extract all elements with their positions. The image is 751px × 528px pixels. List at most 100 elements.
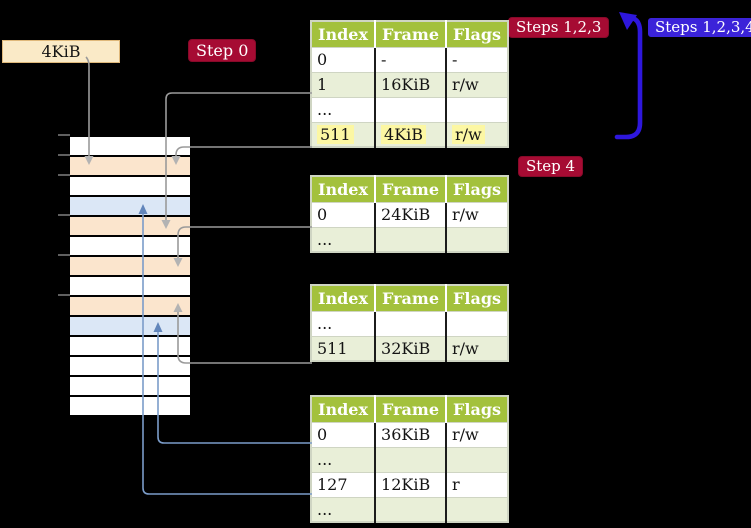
memory-frame-row: [70, 277, 190, 295]
column-header-index: Index: [311, 285, 377, 311]
highlighted-value: 4KiB: [381, 124, 427, 144]
index-cell: ...: [311, 96, 377, 122]
frame-cell: 36KiB: [375, 421, 448, 447]
index-cell: ...: [311, 226, 377, 252]
column-header-frame: Frame: [375, 396, 448, 422]
frame-cell: -: [375, 46, 448, 72]
recursive-loop-arrow: [614, 15, 643, 140]
memory-frame-row: [70, 357, 190, 375]
index-cell: 1: [311, 71, 377, 97]
flags-cell: [446, 446, 509, 472]
column-header-frame: Frame: [375, 176, 448, 202]
table-row: ...: [311, 446, 509, 472]
frame-cell: [375, 310, 448, 336]
memory-frame-row: [70, 397, 190, 415]
arrow-l4-entry511-to-frame-4kib: [175, 146, 312, 156]
memory-frame-row: [70, 197, 190, 215]
column-header-flags: Flags: [446, 21, 509, 47]
frame-cell: [375, 496, 448, 522]
column-header-index: Index: [311, 396, 377, 422]
frame-cell: 4KiB: [375, 121, 448, 147]
memory-tick: [58, 154, 70, 156]
flags-cell: -: [446, 46, 509, 72]
memory-frame-row: [70, 257, 190, 275]
frame-cell: 24KiB: [375, 201, 448, 227]
frame-cell: 16KiB: [375, 71, 448, 97]
arrow-l2-entry511-to-frame-32kib: [177, 312, 312, 364]
frame-size-label: 4KiB: [2, 40, 120, 63]
column-header-index: Index: [311, 21, 377, 47]
step-4-badge: Step 4: [518, 156, 584, 177]
index-cell: 127: [311, 471, 377, 497]
memory-frame-row: [70, 317, 190, 335]
step-0-badge: Step 0: [188, 39, 257, 62]
index-cell: 511: [311, 121, 377, 147]
memory-frame-row: [70, 337, 190, 355]
column-header-flags: Flags: [446, 176, 509, 202]
flags-cell: r/w: [446, 71, 509, 97]
flags-cell: [446, 226, 509, 252]
memory-frame-row: [70, 157, 190, 175]
memory-frame-row: [70, 177, 190, 195]
column-header-flags: Flags: [446, 285, 509, 311]
memory-frame-row: [70, 377, 190, 395]
table-row: ...: [311, 226, 509, 252]
recursive-loop-arrowhead-icon: [619, 12, 637, 30]
table-row: ...: [311, 496, 509, 522]
highlighted-value: 511: [317, 124, 354, 144]
flags-cell: r/w: [446, 335, 509, 361]
flags-cell: [446, 496, 509, 522]
flags-cell: r/w: [446, 121, 509, 147]
frame-cell: 12KiB: [375, 471, 448, 497]
index-cell: ...: [311, 310, 377, 336]
memory-frame-row: [70, 237, 190, 255]
index-cell: 0: [311, 201, 377, 227]
column-header-frame: Frame: [375, 21, 448, 47]
memory-tick: [58, 174, 70, 176]
table-row: ...: [311, 310, 509, 336]
index-cell: 0: [311, 421, 377, 447]
column-header-frame: Frame: [375, 285, 448, 311]
memory-tick: [58, 134, 70, 136]
column-header-index: Index: [311, 176, 377, 202]
memory-tick: [58, 254, 70, 256]
physical-memory-column: [70, 137, 190, 415]
frame-cell: [375, 226, 448, 252]
flags-cell: [446, 310, 509, 336]
memory-frame-row: [70, 217, 190, 235]
memory-tick: [58, 214, 70, 216]
memory-tick: [58, 294, 70, 296]
flags-cell: [446, 96, 509, 122]
index-cell: 511: [311, 335, 377, 361]
table-row: ...: [311, 96, 509, 122]
table-row: 511 4KiB r/w: [311, 121, 509, 147]
steps-1-2-3-badge: Steps 1,2,3: [508, 17, 610, 38]
index-cell: ...: [311, 446, 377, 472]
memory-frame-row: [70, 137, 190, 155]
arrow-l3-entry0-to-frame-24kib: [177, 226, 312, 258]
highlighted-value: r/w: [452, 124, 485, 144]
memory-frame-row: [70, 297, 190, 315]
flags-cell: r/w: [446, 201, 509, 227]
flags-cell: r: [446, 471, 509, 497]
steps-1-2-3-4-badge: Steps 1,2,3,4: [648, 18, 751, 37]
column-header-flags: Flags: [446, 396, 509, 422]
index-cell: ...: [311, 496, 377, 522]
frame-cell: 32KiB: [375, 335, 448, 361]
frame-cell: [375, 96, 448, 122]
index-cell: 0: [311, 46, 377, 72]
table-row: 0--: [311, 46, 509, 72]
